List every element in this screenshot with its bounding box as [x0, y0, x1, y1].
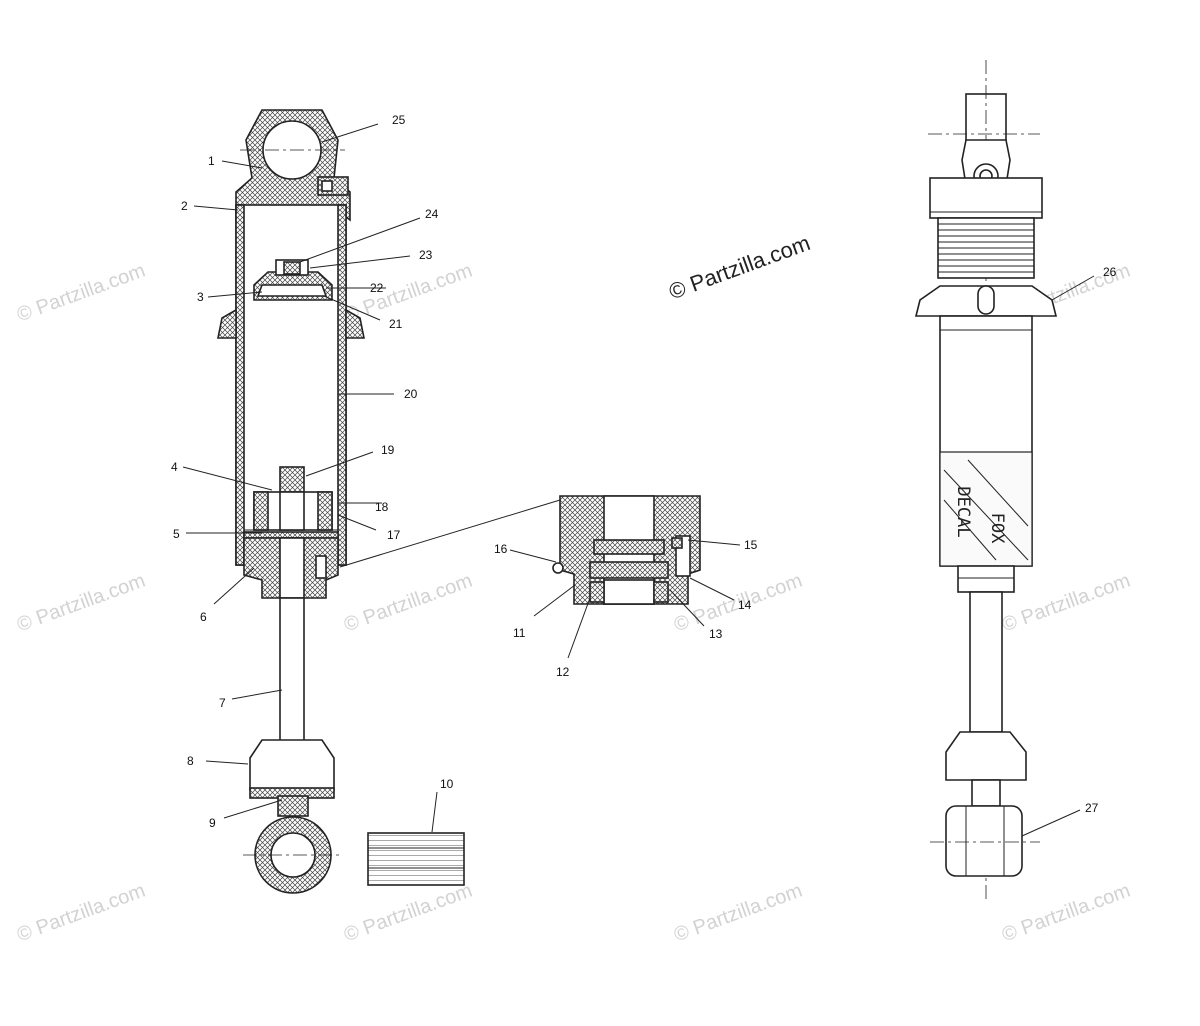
- callout-labels: 1 2 3 4 5 6 7 8 9 10 11 12 13 14 15 16 1…: [171, 113, 1117, 830]
- lower-eyelet-ext: [945, 805, 1023, 877]
- shock-cutaway-view: [217, 109, 365, 894]
- callout-13: 13: [709, 627, 723, 641]
- callout-23: 23: [419, 248, 433, 262]
- callout-22: 22: [370, 281, 384, 295]
- callout-3: 3: [197, 290, 204, 304]
- seal-head-detail: [339, 495, 701, 605]
- callout-18: 18: [375, 500, 389, 514]
- shock-exterior-view: DECAL FOX: [914, 60, 1058, 900]
- callout-16: 16: [494, 542, 508, 556]
- callout-20: 20: [404, 387, 418, 401]
- seal-nut: [957, 565, 1015, 593]
- decal-brand: FOX: [987, 513, 1007, 544]
- bushing-sleeve: [367, 832, 465, 886]
- callout-27: 27: [1085, 801, 1099, 815]
- callout-15: 15: [744, 538, 758, 552]
- callout-19: 19: [381, 443, 395, 457]
- piston-nut: [279, 466, 305, 494]
- callout-9: 9: [209, 816, 216, 830]
- leader-lines: [182, 123, 1095, 837]
- callout-21: 21: [389, 317, 403, 331]
- callout-24: 24: [425, 207, 439, 221]
- shaft-ext: [969, 591, 1003, 733]
- callout-12: 12: [556, 665, 570, 679]
- callout-14: 14: [738, 598, 752, 612]
- callout-5: 5: [173, 527, 180, 541]
- callout-2: 2: [181, 199, 188, 213]
- callout-6: 6: [200, 610, 207, 624]
- callout-4: 4: [171, 460, 178, 474]
- spring-collar: [217, 308, 237, 339]
- callout-17: 17: [387, 528, 401, 542]
- callout-25: 25: [392, 113, 406, 127]
- body-cap: [929, 177, 1043, 219]
- callout-7: 7: [219, 696, 226, 710]
- bumper-ext: [945, 731, 1027, 781]
- callout-10: 10: [440, 777, 454, 791]
- callout-11: 11: [513, 626, 526, 640]
- callout-26: 26: [1103, 265, 1117, 279]
- callout-1: 1: [208, 154, 215, 168]
- callout-8: 8: [187, 754, 194, 768]
- bottom-out-bumper: [249, 739, 335, 791]
- decal-text: DECAL: [953, 486, 973, 537]
